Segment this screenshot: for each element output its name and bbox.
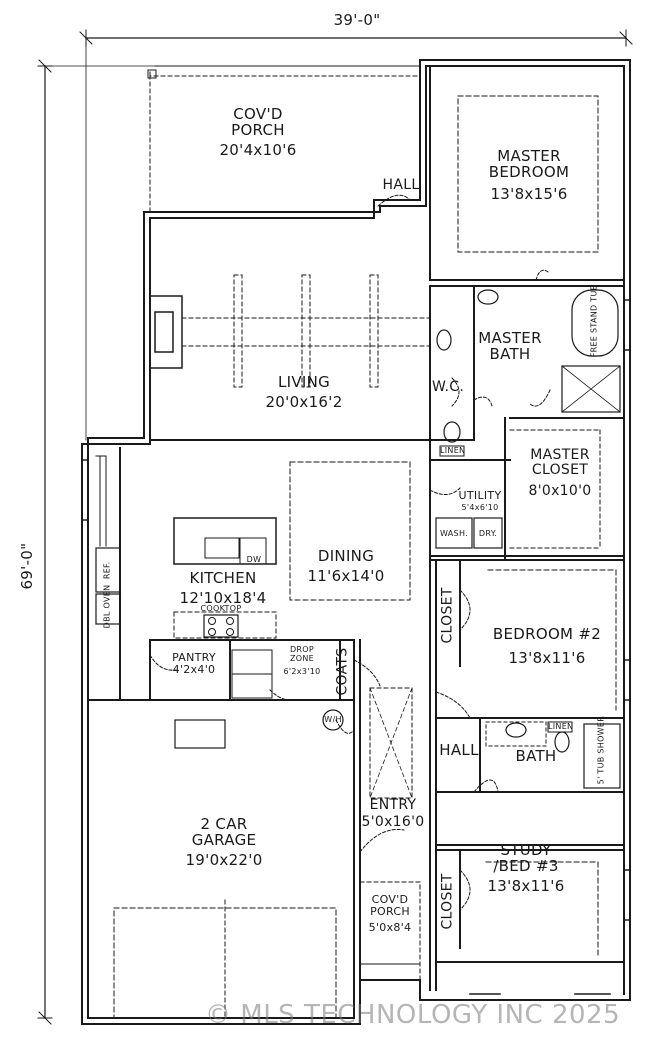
kitchen-island — [173, 517, 277, 565]
master-sink-2 — [436, 329, 452, 351]
master-closet-label: MASTER CLOSET — [530, 447, 590, 479]
entry-size: 5'0x16'0 — [361, 814, 425, 830]
water-heater-label: W/H — [324, 715, 342, 724]
bath-label: BATH — [515, 747, 557, 765]
depth-dimension-line — [37, 59, 53, 1025]
dining-ceiling-outline — [289, 461, 411, 601]
entry-ceiling-outline — [369, 687, 413, 799]
wc-label: W.C. — [432, 379, 465, 395]
master-sink-1 — [477, 289, 499, 305]
master-hall-label: HALL — [382, 177, 420, 193]
master-toilet — [443, 421, 461, 443]
pantry-label: PANTRY — [172, 651, 216, 664]
master-linen-label: LINEN — [440, 446, 466, 455]
width-dimension-label: 39'-0" — [333, 11, 381, 29]
washer — [435, 517, 473, 549]
cooktop-label: COOKTOP — [200, 604, 242, 613]
master-bedroom-size: 13'8x15'6 — [490, 185, 568, 203]
garage-size: 19'0x22'0 — [185, 851, 263, 869]
garage-label: 2 CAR GARAGE — [191, 815, 257, 850]
refrigerator — [95, 547, 121, 593]
bath-hall-label: HALL — [439, 741, 479, 759]
utility-size: 5'4x6'10 — [461, 503, 499, 512]
watermark: © MLS TECHNOLOGY INC 2025 — [205, 1000, 621, 1030]
master-closet-size: 8'0x10'0 — [528, 483, 592, 499]
study-size: 13'8x11'6 — [487, 877, 565, 895]
bath-sink — [505, 722, 527, 738]
kitchen-label: KITCHEN — [189, 569, 257, 587]
master-bedroom-label: MASTER BEDROOM — [488, 147, 570, 182]
depth-dimension-label: 69'-0" — [17, 542, 36, 590]
front-porch-label: COV'D PORCH — [370, 893, 410, 918]
bedroom2-closet-label: CLOSET — [439, 587, 456, 644]
door-swings — [149, 194, 551, 911]
living-beams — [181, 274, 431, 388]
fireplace — [149, 295, 183, 369]
utility-label: UTILITY — [458, 489, 502, 502]
master-tub-label: FREE STAND TUB — [589, 284, 599, 358]
garage-step — [174, 719, 226, 749]
dishwasher-label: DW — [246, 555, 262, 564]
front-porch-size: 5'0x8'4 — [368, 921, 412, 934]
bedroom2-size: 13'8x11'6 — [508, 649, 586, 667]
rear-porch-outline — [149, 69, 421, 213]
kitchen-size: 12'10x18'4 — [179, 589, 267, 607]
washer-label: WASH. — [440, 529, 468, 538]
study-label: STUDY /BED #3 — [493, 841, 559, 876]
dining-label: DINING — [317, 547, 375, 565]
entry-label: ENTRY — [369, 797, 417, 813]
garage-door-outline — [113, 907, 337, 1019]
kitchen-counter — [173, 611, 277, 639]
width-dimension-line — [79, 29, 633, 47]
dryer — [473, 517, 503, 549]
bath-tub — [583, 723, 621, 789]
rear-porch-size: 20'4x10'6 — [219, 141, 297, 159]
coats-label: COATS — [334, 647, 351, 696]
master-tub — [571, 289, 619, 357]
refrigerator-label: REF. — [102, 561, 112, 580]
pantry-size: 4'2x4'0 — [172, 663, 216, 676]
cooktop — [203, 614, 239, 638]
master-ceiling-outline — [457, 95, 599, 253]
dryer-label: DRY. — [478, 529, 498, 538]
double-oven — [95, 593, 121, 625]
tub-shower-label: 5' TUB SHOWER — [596, 715, 606, 785]
drop-zone-label: DROP ZONE — [289, 645, 315, 663]
double-oven-label: DBL OVEN — [102, 584, 112, 629]
living-size: 20'0x16'2 — [265, 393, 343, 411]
water-heater — [322, 709, 344, 731]
front-porch-outline — [359, 881, 421, 981]
interior-walls — [87, 65, 625, 1019]
master-bath-label: MASTER BATH — [478, 329, 542, 364]
bath-linen-label: LINEN — [548, 722, 574, 731]
living-label: LIVING — [277, 373, 331, 391]
study-closet-label: CLOSET — [439, 873, 456, 930]
bedroom2-label: BEDROOM #2 — [492, 625, 602, 643]
master-shower — [561, 365, 621, 413]
dining-size: 11'6x14'0 — [307, 567, 385, 585]
drop-zone-size: 6'2x3'10 — [283, 667, 321, 676]
rear-porch-label: COV'D PORCH — [231, 105, 285, 140]
